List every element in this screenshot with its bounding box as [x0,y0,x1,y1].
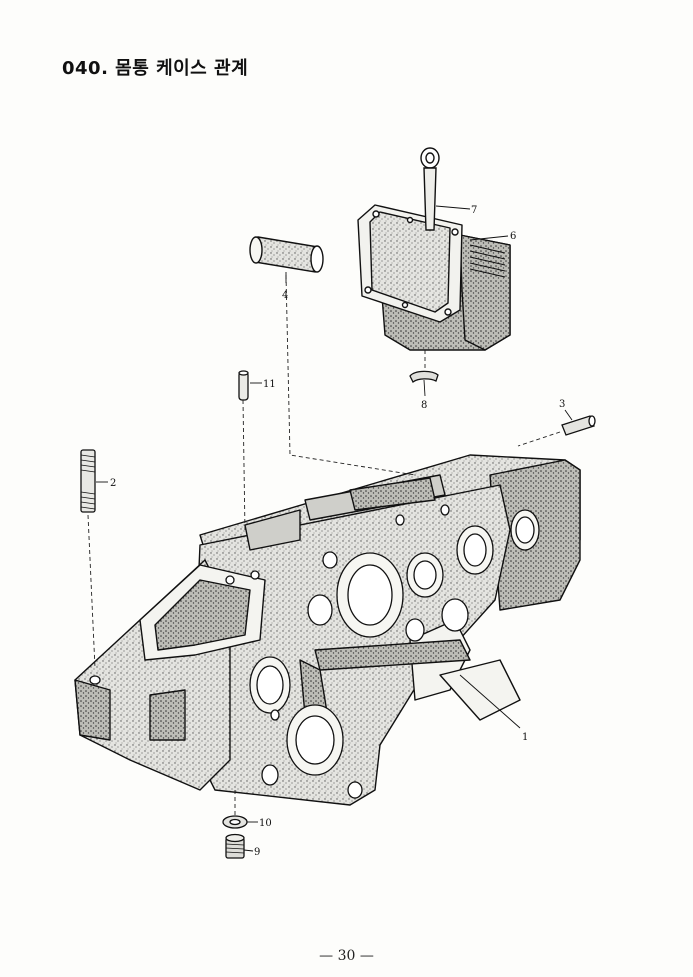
crankcase-body [74,454,581,806]
callout-part-9: 9 [254,847,260,858]
callout-part-6: 6 [510,231,516,242]
leader-lines [96,205,573,852]
page-number: — 30 — [319,948,374,964]
part-2-stud [80,449,96,513]
callout-part-8: 8 [421,400,427,411]
assembly-guide-lines [87,274,561,815]
part-8-clip [409,370,439,384]
callout-part-4: 4 [282,290,288,301]
part-7-dipstick [420,147,440,231]
callout-labels: 1 2 3 4 6 7 8 9 10 11 [110,205,565,858]
bore-holes [89,504,540,799]
callout-part-7: 7 [471,205,477,216]
part-6-cover [357,204,511,351]
part-10-washer [222,815,248,829]
part-3-pin [561,415,596,436]
callout-part-11: 11 [263,379,276,390]
callout-part-2: 2 [110,478,116,489]
part-9-plug [225,833,245,859]
callout-part-10: 10 [259,818,272,829]
part-11-pin [238,370,249,401]
part-4-sleeve [249,236,324,273]
callout-part-1: 1 [522,732,528,743]
page-title: 040. 몸통 케이스 관계 [62,58,249,79]
callout-part-3: 3 [559,399,565,410]
